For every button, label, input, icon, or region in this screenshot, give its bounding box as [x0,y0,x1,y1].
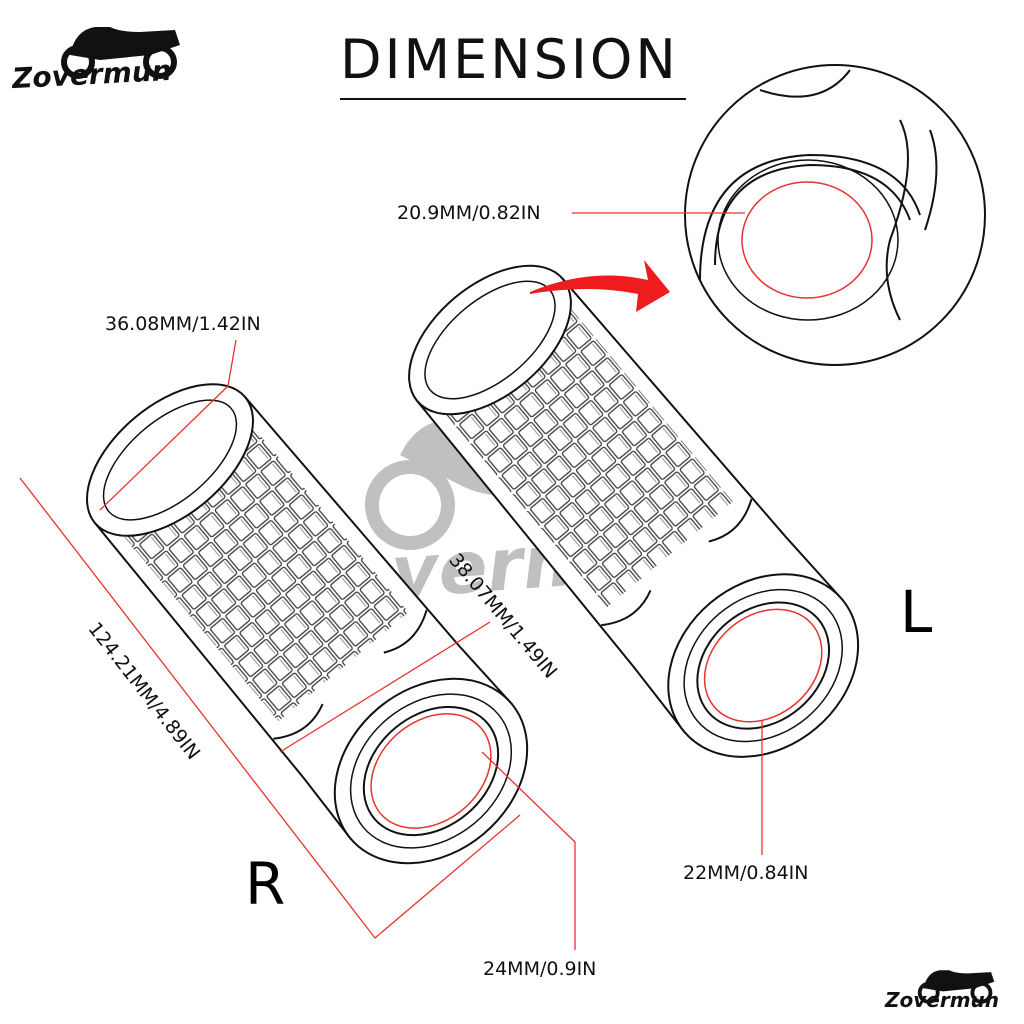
label-inner-right: 24MM/0.9IN [483,958,597,980]
brand-name-bottom: Zovermun [885,988,1000,1012]
title-underline [340,98,686,100]
label-inner-detail: 20.9MM/0.82IN [397,202,541,224]
detail-magnifier [684,64,986,366]
side-label-left: L [900,578,933,646]
page-title: DIMENSION [340,28,679,91]
motorcycle-icon [917,970,995,1004]
motorcycle-icon [61,27,180,79]
side-label-right: R [245,850,286,918]
label-inner-left: 22MM/0.84IN [683,862,809,884]
left-grip [408,264,860,758]
dimension-lines [19,212,763,950]
right-grip [86,383,529,865]
label-outer-top: 36.08MM/1.42IN [105,313,261,335]
brand-logo-bottom: Zovermun [885,955,1020,1020]
brand-logo-top: Zovermun [10,10,220,95]
magnify-arrow-icon [530,260,670,312]
